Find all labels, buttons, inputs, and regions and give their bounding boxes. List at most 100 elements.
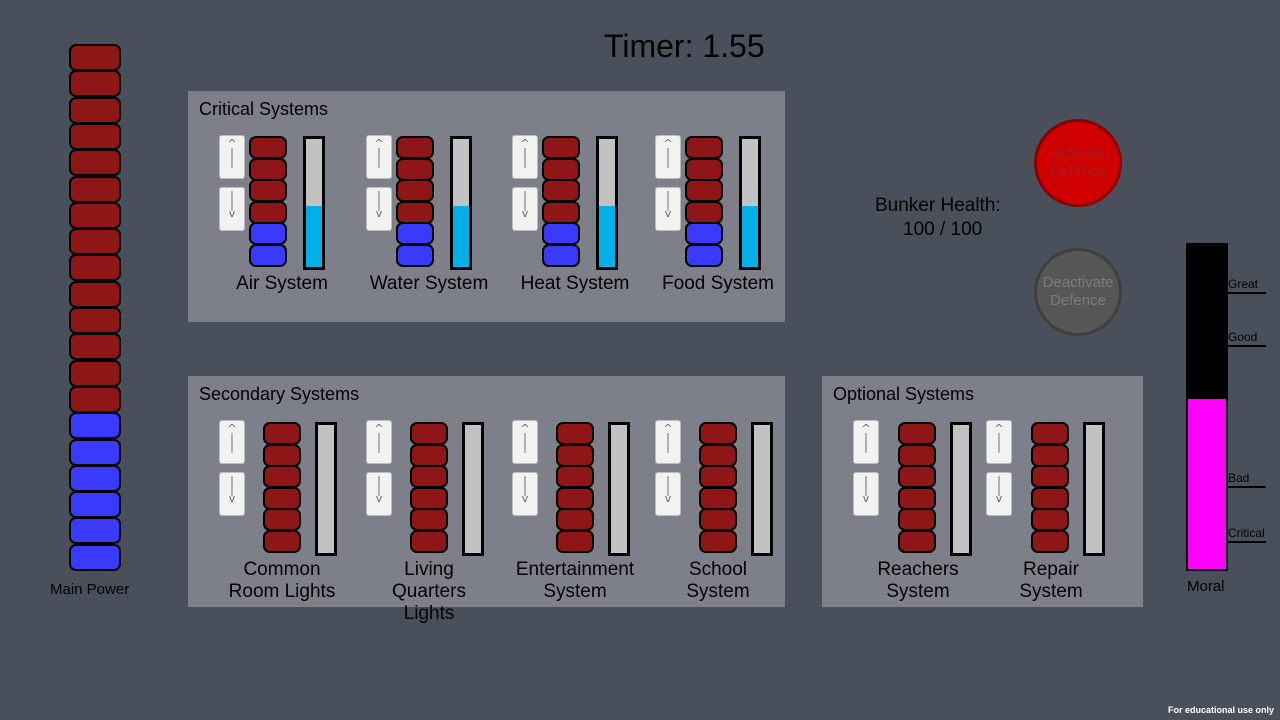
increase-air-system-button[interactable]: ^|| [219, 135, 245, 179]
power-cell [1031, 530, 1069, 553]
decrease-air-system-button[interactable]: ||v [219, 187, 245, 231]
power-cell [898, 486, 936, 510]
down-arrow-icon: ||v [664, 189, 672, 220]
decrease-repair-system-button[interactable]: ||v [986, 472, 1012, 516]
down-arrow-icon: ||v [521, 474, 529, 505]
power-cell [410, 443, 448, 467]
moral-mark-label: Great [1228, 277, 1259, 291]
main-power-bar [69, 44, 121, 572]
up-arrow-icon: ^|| [520, 422, 530, 453]
air-system-gauge [303, 136, 325, 270]
power-cell [1031, 465, 1069, 489]
decrease-food-system-button[interactable]: ||v [655, 187, 681, 231]
watermark: For educational use only [1167, 705, 1274, 715]
living-quarters-lights-label: Living Quarters Lights [392, 559, 466, 624]
power-cell [263, 465, 301, 489]
increase-school-system-button[interactable]: ^|| [655, 420, 681, 464]
power-cell [898, 443, 936, 467]
power-cell [685, 136, 723, 159]
decrease-entertainment-system-button[interactable]: ||v [512, 472, 538, 516]
power-cell [1031, 508, 1069, 532]
down-arrow-icon: ||v [375, 474, 383, 505]
deactivate-defence-button[interactable]: Deactivate Defence [1034, 248, 1122, 336]
power-cell [542, 244, 580, 267]
entertainment-system-gauge [608, 422, 630, 556]
down-arrow-icon: ||v [228, 474, 236, 505]
main-power-cell [69, 44, 121, 71]
decrease-common-room-lights-button[interactable]: ||v [219, 472, 245, 516]
moral-mark-bad [1226, 486, 1266, 488]
power-cell [898, 508, 936, 532]
reachers-system-label: Reachers System [877, 559, 959, 602]
entertainment-system-label: Entertainment System [515, 559, 635, 602]
increase-reachers-system-button[interactable]: ^|| [853, 420, 879, 464]
increase-common-room-lights-button[interactable]: ^|| [219, 420, 245, 464]
power-cell [410, 465, 448, 489]
decrease-heat-system-button[interactable]: ||v [512, 187, 538, 231]
power-cell [249, 200, 287, 224]
decrease-living-quarters-lights-button[interactable]: ||v [366, 472, 392, 516]
power-cell [249, 244, 287, 267]
power-cell [1031, 422, 1069, 445]
moral-fill [1188, 399, 1226, 569]
power-cell [685, 157, 723, 181]
down-arrow-icon: ||v [664, 474, 672, 505]
main-power-cell [69, 386, 121, 413]
living-quarters-lights-gauge [462, 422, 484, 556]
increase-living-quarters-lights-button[interactable]: ^|| [366, 420, 392, 464]
critical-systems-title: Critical Systems [199, 99, 329, 119]
power-cell [542, 157, 580, 181]
common-room-lights-label: Common Room Lights [228, 559, 336, 602]
power-cell [699, 443, 737, 467]
power-cell [685, 200, 723, 224]
increase-water-system-button[interactable]: ^|| [366, 135, 392, 179]
increase-heat-system-button[interactable]: ^|| [512, 135, 538, 179]
power-cell [556, 465, 594, 489]
decrease-school-system-button[interactable]: ||v [655, 472, 681, 516]
activate-defence-label: Activate Defence [1050, 145, 1106, 180]
air-system-label: Air System [236, 273, 328, 294]
moral-mark-label: Good [1228, 330, 1258, 344]
power-cell [542, 222, 580, 246]
power-cell [396, 157, 434, 181]
moral-meter [1186, 243, 1228, 571]
decrease-water-system-button[interactable]: ||v [366, 187, 392, 231]
main-power-cell [69, 254, 121, 281]
decrease-reachers-system-button[interactable]: ||v [853, 472, 879, 516]
moral-mark-good [1226, 345, 1266, 347]
food-system-gauge [739, 136, 761, 270]
up-arrow-icon: ^|| [374, 137, 384, 168]
main-power-cell [69, 228, 121, 255]
power-cell [699, 530, 737, 553]
food-system-label: Food System [662, 273, 774, 294]
increase-repair-system-button[interactable]: ^|| [986, 420, 1012, 464]
repair-system-label: Repair System [1019, 559, 1083, 602]
up-arrow-icon: ^|| [374, 422, 384, 453]
water-system-gauge [450, 136, 472, 270]
down-arrow-icon: ||v [995, 474, 1003, 505]
main-power-cell [69, 202, 121, 229]
main-power-cell [69, 97, 121, 124]
up-arrow-icon: ^|| [663, 422, 673, 453]
increase-food-system-button[interactable]: ^|| [655, 135, 681, 179]
up-arrow-icon: ^|| [520, 137, 530, 168]
power-cell [410, 422, 448, 445]
main-power-cell [69, 281, 121, 308]
activate-defence-button[interactable]: Activate Defence [1034, 119, 1122, 207]
power-cell [1031, 486, 1069, 510]
power-cell [542, 136, 580, 159]
increase-entertainment-system-button[interactable]: ^|| [512, 420, 538, 464]
main-power-cell [69, 70, 121, 97]
up-arrow-icon: ^|| [994, 422, 1004, 453]
bunker-health-title: Bunker Health: [875, 195, 1001, 216]
bunker-health-value: 100 / 100 [903, 219, 983, 240]
power-cell [263, 422, 301, 445]
main-power-cell [69, 123, 121, 150]
power-cell [542, 179, 580, 203]
power-cell [556, 443, 594, 467]
timer-label: Timer: 1.55 [604, 28, 765, 64]
common-room-lights-gauge [315, 422, 337, 556]
down-arrow-icon: ||v [228, 189, 236, 220]
down-arrow-icon: ||v [375, 189, 383, 220]
